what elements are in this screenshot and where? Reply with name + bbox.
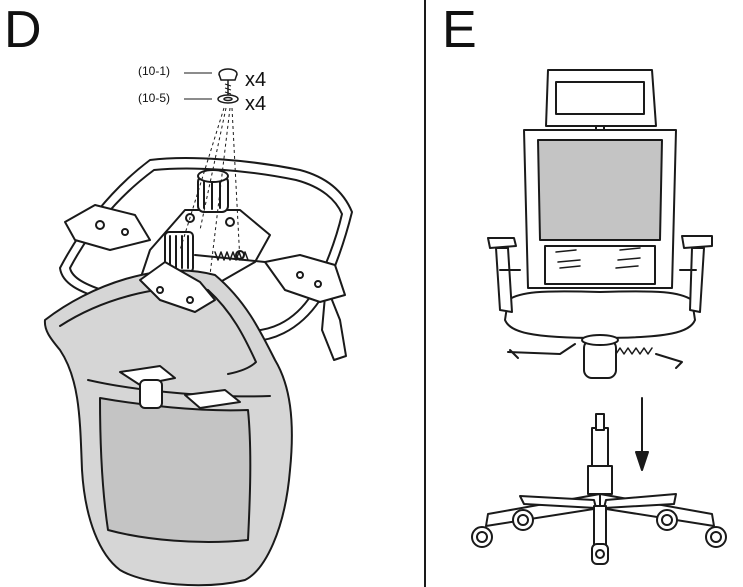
left-armrest [487, 237, 517, 249]
right-armrest [681, 235, 713, 249]
mesh-back [537, 139, 663, 241]
caster-wheels [471, 509, 727, 565]
screw-10-1-icon [218, 68, 238, 96]
step-d-drawing [43, 157, 353, 587]
step-d-label: D [4, 1, 42, 59]
step-e-label: E [442, 1, 477, 59]
callout-leaders [184, 72, 212, 100]
part-code-washer: (10-5) [138, 91, 171, 105]
step-e-panel: E [426, 0, 743, 587]
step-d-panel: D (10-1) (10-5) x4 x4 [4, 1, 267, 115]
panel-divider [424, 0, 426, 587]
chair-seat [504, 290, 696, 339]
part-code-screw: (10-1) [138, 64, 171, 78]
mesh-panel [99, 397, 252, 543]
part-qty-screw: x4 [245, 69, 267, 91]
part-qty-washer: x4 [245, 93, 267, 115]
step-e-drawing [471, 69, 727, 565]
screw-guide-lines [179, 107, 241, 276]
headrest [545, 69, 657, 127]
washer-10-5-icon [217, 94, 239, 104]
